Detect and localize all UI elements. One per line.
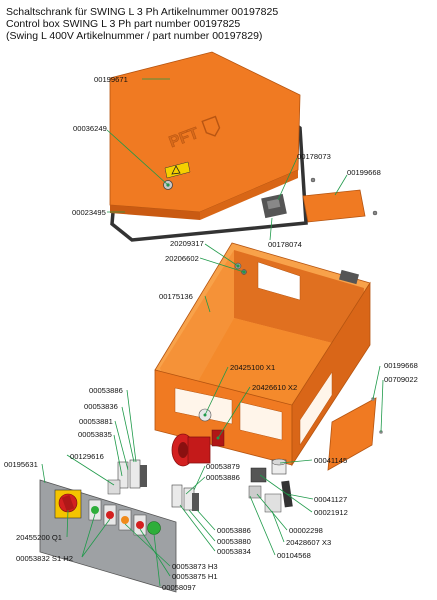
label-20455200-q1: 20455200 Q1 bbox=[16, 533, 62, 542]
side-cutout bbox=[299, 371, 333, 446]
label-00058097: 00058097 bbox=[162, 583, 196, 592]
screw-top bbox=[310, 177, 316, 183]
label-20209317: 20209317 bbox=[170, 239, 204, 248]
label-00129616: 00129616 bbox=[70, 452, 104, 461]
terminal-blocks-right bbox=[171, 484, 199, 511]
green-button bbox=[147, 521, 161, 535]
label-00199671: 00199671 bbox=[94, 75, 128, 84]
label-00041145: 00041145 bbox=[314, 456, 347, 465]
label-00053886-a: 00053886 bbox=[89, 386, 123, 395]
terminal-blocks-left bbox=[107, 459, 147, 495]
label-00175136: 00175136 bbox=[159, 292, 193, 301]
label-00053880: 00053880 bbox=[217, 537, 251, 546]
cee-socket-x1 bbox=[171, 433, 211, 467]
label-00002298: 00002298 bbox=[289, 526, 323, 535]
leader-lines bbox=[41, 78, 384, 587]
label-20206602: 20206602 bbox=[165, 254, 199, 263]
label-00053875-h1: 00053875 H1 bbox=[172, 572, 218, 581]
front-control-panel bbox=[39, 479, 177, 593]
label-00053836: 00053836 bbox=[84, 402, 118, 411]
label-00178073: 00178073 bbox=[297, 152, 331, 161]
label-00021912: 00021912 bbox=[314, 508, 348, 517]
title-line-2: Control box SWING L 3 Ph part number 001… bbox=[6, 18, 241, 30]
front-cutout-right bbox=[239, 401, 283, 441]
label-00053873-h3: 00053873 H3 bbox=[172, 562, 218, 571]
label-00053886-c: 00053886 bbox=[217, 526, 251, 535]
title-line-3: (Swing L 400V Artikelnummer / part numbe… bbox=[6, 30, 263, 42]
cable-glands bbox=[248, 458, 293, 513]
title-line-1: Schaltschrank für SWING L 3 Ph Artikelnu… bbox=[6, 6, 279, 18]
label-00199668-side: 00199668 bbox=[384, 361, 418, 370]
label-00178074: 00178074 bbox=[268, 240, 302, 249]
lid-assembly: PFT bbox=[109, 51, 308, 242]
label-00709022: 00709022 bbox=[384, 375, 418, 384]
label-00053879: 00053879 bbox=[206, 462, 240, 471]
label-00041127: 00041127 bbox=[314, 495, 347, 504]
screw-side bbox=[372, 210, 378, 216]
back-cutout bbox=[257, 261, 301, 301]
front-cutout-left bbox=[174, 387, 233, 425]
label-00199668-top: 00199668 bbox=[347, 168, 381, 177]
label-00104568: 00104568 bbox=[277, 551, 311, 560]
label-00023495: 00023495 bbox=[72, 208, 106, 217]
cabinet-body bbox=[154, 242, 371, 467]
label-20425100-x1: 20425100 X1 bbox=[230, 363, 275, 372]
label-00036249: 00036249 bbox=[73, 124, 107, 133]
label-00195631: 00195631 bbox=[4, 460, 38, 469]
label-00053881: 00053881 bbox=[79, 417, 113, 426]
warning-sticker bbox=[164, 161, 191, 179]
label-20426610-x2: 20426610 X2 bbox=[252, 383, 297, 392]
part-number-labels: 00199671 00036249 00023495 00178073 0019… bbox=[4, 75, 418, 592]
side-door-plate bbox=[327, 397, 377, 471]
lid-edge-front bbox=[110, 205, 200, 220]
label-20428607-x3: 20428607 X3 bbox=[286, 538, 331, 547]
label-00053886-b: 00053886 bbox=[206, 473, 240, 482]
label-00053832-s1-h2: 00053832 S1 H2 bbox=[16, 554, 73, 563]
label-00053835: 00053835 bbox=[78, 430, 112, 439]
side-bracket bbox=[339, 269, 359, 285]
side-cover-plate bbox=[302, 189, 366, 223]
label-00053834: 00053834 bbox=[217, 547, 251, 556]
lid-edge-right bbox=[200, 170, 298, 220]
hinge-assembly bbox=[261, 177, 378, 223]
